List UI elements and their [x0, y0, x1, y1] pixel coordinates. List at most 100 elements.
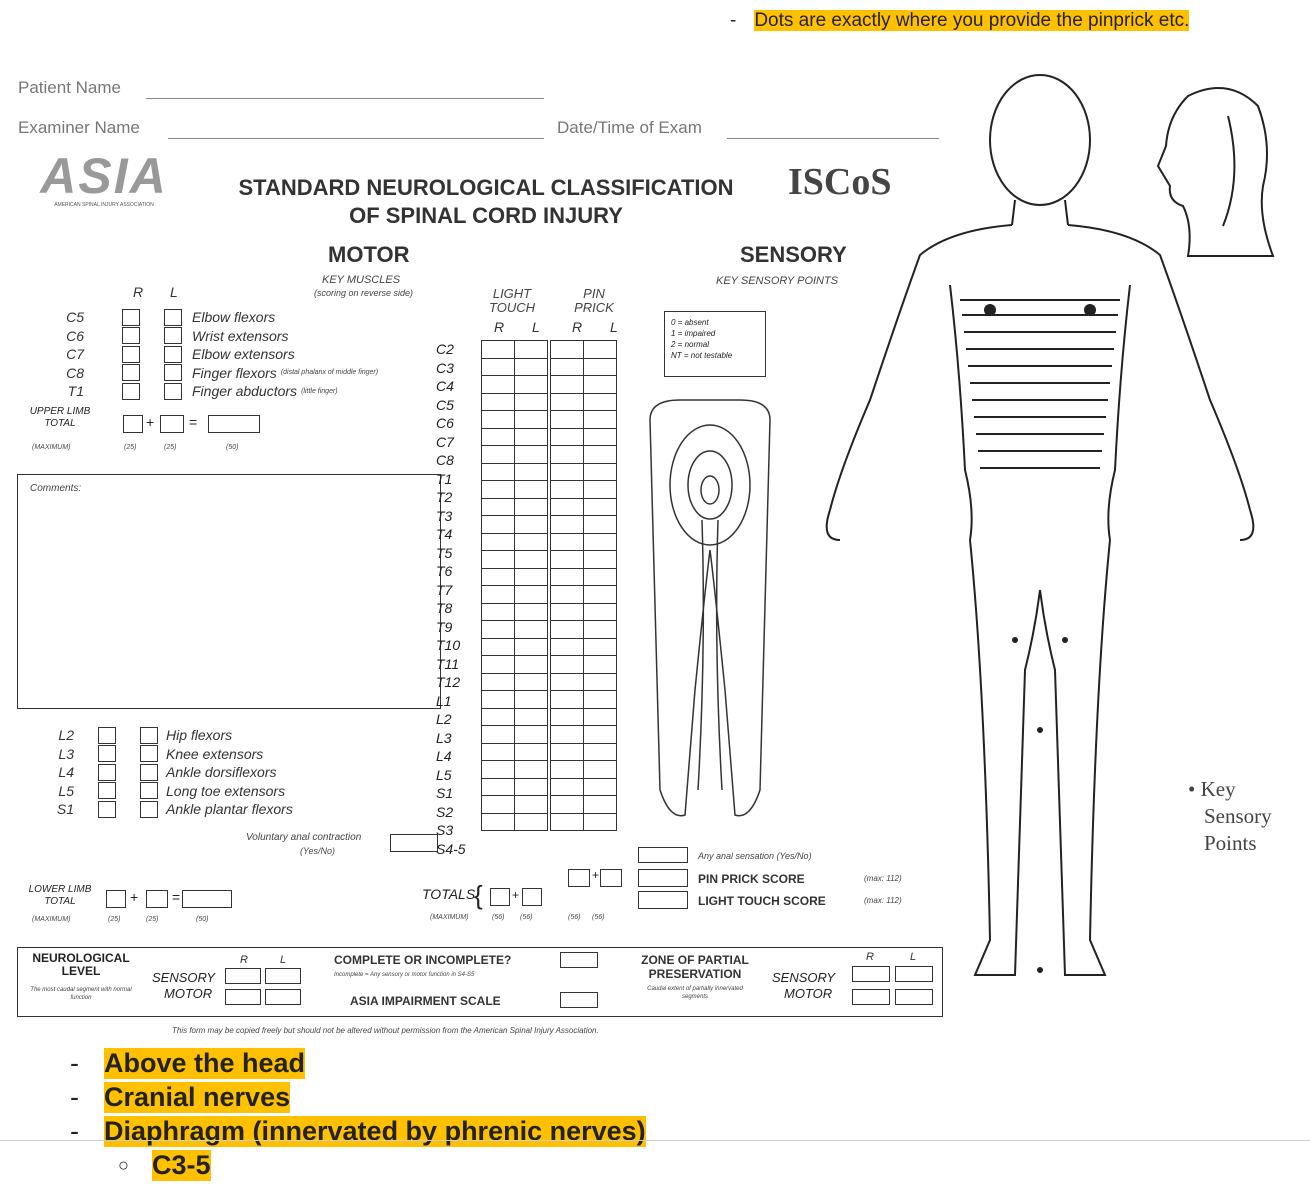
sensory-cell-lt-r[interactable] [481, 795, 515, 814]
sensory-cell-lt-r[interactable] [481, 497, 515, 516]
neuro-motor-l-box[interactable] [265, 989, 301, 1005]
sensory-cell-pp-l[interactable] [583, 515, 617, 534]
sensory-cell-lt-r[interactable] [481, 620, 515, 639]
sensory-cell-lt-l[interactable] [514, 392, 548, 411]
sensory-cell-pp-l[interactable] [583, 340, 617, 359]
neuro-sensory-l-box[interactable] [265, 968, 301, 984]
upper-l-total-box[interactable] [160, 415, 184, 433]
sensory-cell-lt-l[interactable] [514, 410, 548, 429]
sensory-cell-pp-l[interactable] [583, 795, 617, 814]
r-score-box[interactable] [98, 763, 116, 781]
sensory-cell-lt-l[interactable] [514, 742, 548, 761]
l-score-box[interactable] [140, 800, 158, 818]
sensory-cell-pp-r[interactable] [550, 585, 584, 604]
sensory-cell-pp-r[interactable] [550, 427, 584, 446]
sensory-cell-lt-r[interactable] [481, 725, 515, 744]
sensory-cell-lt-l[interactable] [514, 445, 548, 464]
sensory-cell-pp-r[interactable] [550, 515, 584, 534]
zone-sensory-r-box[interactable] [852, 966, 890, 982]
sensory-cell-pp-l[interactable] [583, 672, 617, 691]
sensory-cell-lt-l[interactable] [514, 620, 548, 639]
sensory-cell-lt-r[interactable] [481, 427, 515, 446]
r-score-box[interactable] [122, 364, 140, 382]
sensory-cell-lt-r[interactable] [481, 707, 515, 726]
sensory-cell-pp-l[interactable] [583, 550, 617, 569]
l-score-box[interactable] [164, 327, 182, 345]
sensory-cell-pp-r[interactable] [550, 725, 584, 744]
r-score-box[interactable] [122, 345, 140, 363]
comments-box[interactable]: Comments: [17, 474, 441, 709]
pp-l-total-box[interactable] [600, 869, 622, 887]
sensory-cell-pp-r[interactable] [550, 567, 584, 586]
asia-scale-box[interactable] [560, 992, 598, 1008]
sensory-cell-lt-l[interactable] [514, 550, 548, 569]
sensory-cell-lt-l[interactable] [514, 427, 548, 446]
sensory-cell-pp-l[interactable] [583, 410, 617, 429]
neuro-sensory-r-box[interactable] [225, 968, 261, 984]
sensory-cell-pp-r[interactable] [550, 375, 584, 394]
sensory-cell-pp-l[interactable] [583, 427, 617, 446]
sensory-cell-pp-r[interactable] [550, 672, 584, 691]
lt-r-total-box[interactable] [490, 888, 510, 906]
sensory-cell-pp-r[interactable] [550, 777, 584, 796]
sensory-cell-lt-l[interactable] [514, 532, 548, 551]
pp-r-total-box[interactable] [568, 869, 590, 887]
sensory-cell-lt-l[interactable] [514, 672, 548, 691]
sensory-cell-lt-r[interactable] [481, 777, 515, 796]
r-score-box[interactable] [98, 800, 116, 818]
sensory-cell-pp-r[interactable] [550, 602, 584, 621]
sensory-cell-lt-r[interactable] [481, 567, 515, 586]
l-score-box[interactable] [164, 308, 182, 326]
sensory-cell-pp-l[interactable] [583, 760, 617, 779]
sensory-cell-lt-r[interactable] [481, 690, 515, 709]
r-score-box[interactable] [122, 382, 140, 400]
sensory-cell-lt-r[interactable] [481, 585, 515, 604]
voluntary-anal-box[interactable] [390, 834, 438, 852]
light-touch-score-box[interactable] [638, 891, 688, 909]
sensory-cell-pp-r[interactable] [550, 620, 584, 639]
pin-prick-score-box[interactable] [638, 869, 688, 887]
l-score-box[interactable] [140, 745, 158, 763]
sensory-cell-lt-r[interactable] [481, 602, 515, 621]
sensory-cell-lt-r[interactable] [481, 410, 515, 429]
l-score-box[interactable] [164, 345, 182, 363]
sensory-cell-lt-r[interactable] [481, 672, 515, 691]
sensory-cell-lt-l[interactable] [514, 375, 548, 394]
sensory-cell-lt-r[interactable] [481, 655, 515, 674]
r-score-box[interactable] [122, 327, 140, 345]
sensory-cell-pp-l[interactable] [583, 462, 617, 481]
sensory-cell-pp-l[interactable] [583, 707, 617, 726]
any-anal-box[interactable] [638, 847, 688, 863]
sensory-cell-lt-l[interactable] [514, 567, 548, 586]
sensory-cell-pp-l[interactable] [583, 725, 617, 744]
sensory-cell-lt-l[interactable] [514, 760, 548, 779]
complete-box[interactable] [560, 952, 598, 968]
sensory-cell-pp-l[interactable] [583, 620, 617, 639]
sensory-cell-lt-r[interactable] [481, 532, 515, 551]
r-score-box[interactable] [98, 726, 116, 744]
sensory-cell-lt-l[interactable] [514, 707, 548, 726]
sensory-cell-lt-l[interactable] [514, 480, 548, 499]
sensory-cell-lt-l[interactable] [514, 357, 548, 376]
sensory-cell-pp-l[interactable] [583, 777, 617, 796]
sensory-cell-pp-l[interactable] [583, 567, 617, 586]
zone-motor-l-box[interactable] [895, 989, 933, 1005]
sensory-cell-pp-l[interactable] [583, 655, 617, 674]
neuro-motor-r-box[interactable] [225, 989, 261, 1005]
sensory-cell-pp-r[interactable] [550, 550, 584, 569]
lower-l-total-box[interactable] [146, 890, 168, 908]
sensory-cell-lt-l[interactable] [514, 725, 548, 744]
lower-total-box[interactable] [182, 890, 232, 908]
sensory-cell-pp-r[interactable] [550, 340, 584, 359]
sensory-cell-lt-l[interactable] [514, 515, 548, 534]
sensory-cell-pp-r[interactable] [550, 760, 584, 779]
l-score-box[interactable] [140, 782, 158, 800]
sensory-cell-pp-l[interactable] [583, 497, 617, 516]
lower-r-total-box[interactable] [106, 890, 126, 908]
l-score-box[interactable] [140, 726, 158, 744]
sensory-cell-pp-r[interactable] [550, 707, 584, 726]
sensory-cell-pp-l[interactable] [583, 392, 617, 411]
sensory-cell-pp-r[interactable] [550, 742, 584, 761]
sensory-cell-pp-r[interactable] [550, 812, 584, 831]
r-score-box[interactable] [98, 782, 116, 800]
